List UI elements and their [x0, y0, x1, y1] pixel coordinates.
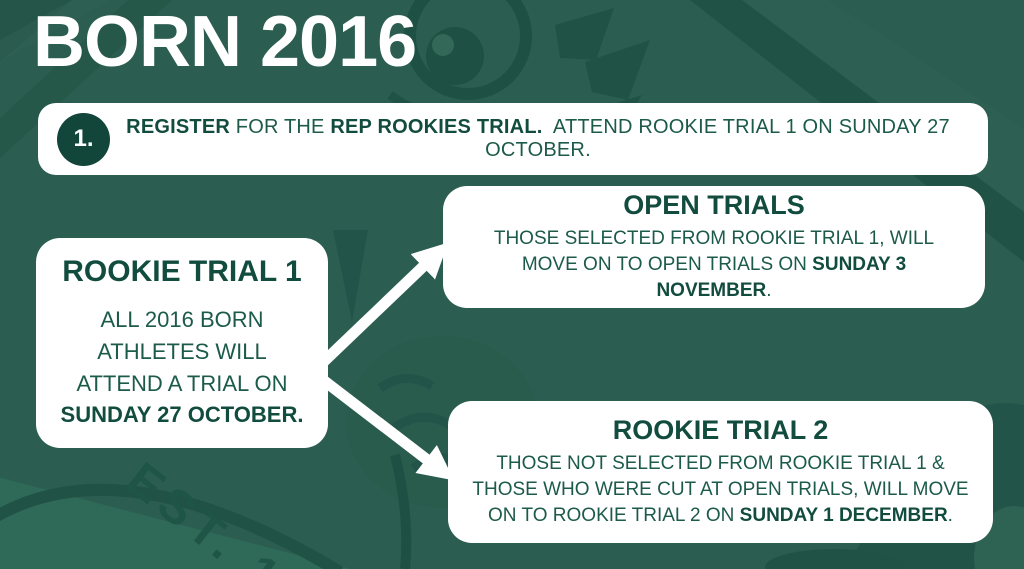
rookie-trial-1-body: ALL 2016 BORN ATHLETES WILL ATTEND A TRI…: [60, 306, 304, 428]
open-trials-title: OPEN TRIALS: [623, 189, 805, 220]
card-rookie-trial-2: ROOKIE TRIAL 2 THOSE NOT SELECTED FROM R…: [448, 401, 993, 543]
rookie-trial-1-title: ROOKIE TRIAL 1: [62, 254, 302, 288]
card-rookie-trial-1: ROOKIE TRIAL 1 ALL 2016 BORN ATHLETES WI…: [36, 238, 328, 448]
step-number: 1.: [73, 125, 94, 152]
step-number-badge: 1.: [57, 112, 110, 166]
card-open-trials: OPEN TRIALS THOSE SELECTED FROM ROOKIE T…: [443, 186, 985, 308]
arrow-to-rookie-trial-2-icon: [310, 368, 455, 481]
arrow-to-open-trials-icon: [310, 242, 449, 375]
rookie-trial-2-title: ROOKIE TRIAL 2: [612, 414, 829, 445]
ribbon-banner-icon: [0, 477, 351, 569]
open-trials-body: THOSE SELECTED FROM ROOKIE TRIAL 1, WILL…: [493, 227, 935, 302]
step-banner-text: REGISTER FOR THE REP ROOKIES TRIAL. ATTE…: [126, 116, 950, 161]
page-title: BORN 2016: [33, 2, 417, 82]
step-banner: 1. REGISTER FOR THE REP ROOKIES TRIAL. A…: [38, 103, 988, 175]
rookie-trial-2-body: THOSE NOT SELECTED FROM ROOKIE TRIAL 1 &…: [472, 452, 969, 527]
